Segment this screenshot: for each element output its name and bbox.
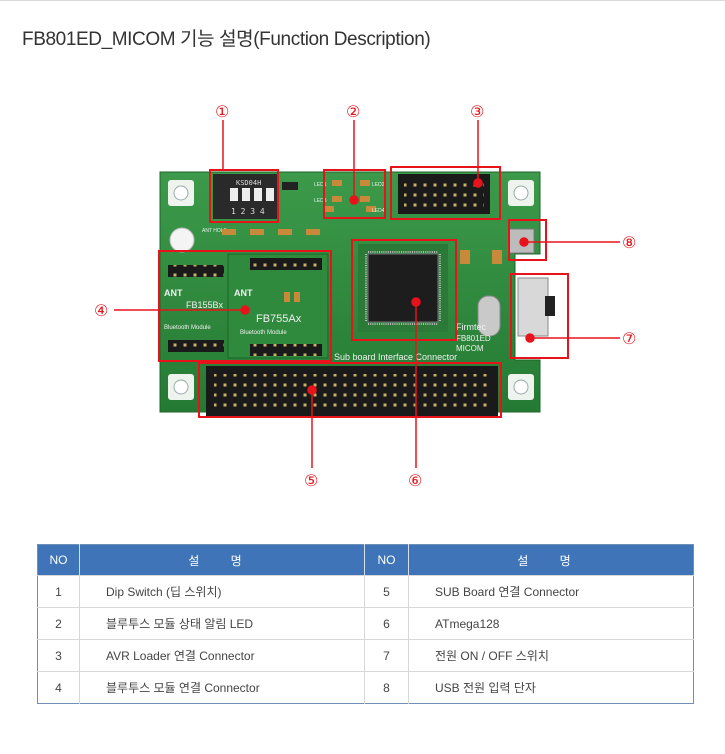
row-desc: Dip Switch (딥 스위치) bbox=[79, 575, 365, 608]
sub-board-label: Sub board Interface Connector bbox=[334, 352, 457, 362]
dip-silk-label: KSD04H bbox=[236, 179, 261, 187]
ant-left-label: ANT bbox=[164, 288, 183, 298]
bt1-name: FB155Bx bbox=[186, 300, 224, 310]
function-table: NO 설 명 NO 설 명 1 Dip Switch (딥 스위치) 5 SUB… bbox=[37, 544, 694, 704]
table-row: 3 AVR Loader 연결 Connector 7 전원 ON / OFF … bbox=[37, 639, 694, 672]
callout-5: ⑤ bbox=[304, 471, 318, 490]
row-no: 8 bbox=[364, 671, 409, 704]
header-desc-1: 설 명 bbox=[79, 544, 365, 576]
callout-8: ⑧ bbox=[622, 233, 636, 252]
board-figure: KSD04H 1 2 3 4 LED1 LED2 LED3 LED4 ANT H… bbox=[94, 102, 636, 490]
dip-numbers: 1 2 3 4 bbox=[231, 207, 265, 216]
model-label: FB801ED bbox=[456, 334, 491, 343]
header-desc-2: 설 명 bbox=[408, 544, 694, 576]
callout-7: ⑦ bbox=[622, 329, 636, 348]
row-desc: USB 전원 입력 단자 bbox=[408, 671, 694, 704]
row-no: 6 bbox=[364, 607, 409, 640]
bt2-sub: Bluetooth Module bbox=[240, 330, 287, 336]
callout-4: ④ bbox=[94, 301, 108, 320]
callout-leaders bbox=[114, 120, 620, 468]
status-leds: LED1 LED2 LED3 LED4 bbox=[314, 180, 385, 214]
table-row: 4 블루투스 모듈 연결 Connector 8 USB 전원 입력 단자 bbox=[37, 671, 694, 704]
row-no: 7 bbox=[364, 639, 409, 672]
mounting-holes bbox=[168, 180, 534, 400]
callout-boxes bbox=[158, 166, 569, 418]
table-row: 2 블루투스 모듈 상태 알림 LED 6 ATmega128 bbox=[37, 607, 694, 640]
row-desc: ATmega128 bbox=[408, 607, 694, 640]
dip-switch: KSD04H 1 2 3 4 bbox=[213, 174, 277, 219]
table-header-row: NO 설 명 NO 설 명 bbox=[37, 544, 694, 576]
ant-right-label: ANT bbox=[234, 288, 253, 298]
row-desc: AVR Loader 연결 Connector bbox=[79, 639, 365, 672]
row-desc: SUB Board 연결 Connector bbox=[408, 575, 694, 608]
led-label-3: LED3 bbox=[314, 198, 327, 204]
ant-hole-label: ANT HOLE bbox=[202, 228, 228, 234]
callout-6: ⑥ bbox=[408, 471, 422, 490]
firmtech-label: Firmtec bbox=[456, 322, 486, 332]
top-divider bbox=[0, 0, 725, 1]
header-no-2: NO bbox=[364, 544, 409, 576]
atmega128-chip bbox=[358, 244, 448, 332]
led-label-2: LED2 bbox=[372, 182, 385, 188]
row-desc: 블루투스 모듈 상태 알림 LED bbox=[79, 607, 365, 640]
table-row: 1 Dip Switch (딥 스위치) 5 SUB Board 연결 Conn… bbox=[37, 575, 694, 608]
bt1-sub: Bluetooth Module bbox=[164, 325, 211, 331]
callout-3: ③ bbox=[470, 102, 484, 121]
row-desc: 블루투스 모듈 연결 Connector bbox=[79, 671, 365, 704]
pcb-board: KSD04H 1 2 3 4 LED1 LED2 LED3 LED4 ANT H… bbox=[159, 171, 555, 416]
row-no: 1 bbox=[37, 575, 80, 608]
row-no: 5 bbox=[364, 575, 409, 608]
header-no-1: NO bbox=[37, 544, 80, 576]
row-no: 3 bbox=[37, 639, 80, 672]
bt2-name: FB755Ax bbox=[256, 313, 302, 325]
led-label-1: LED1 bbox=[314, 182, 327, 188]
row-no: 2 bbox=[37, 607, 80, 640]
callout-1: ① bbox=[215, 102, 229, 121]
led-label-4: LED4 bbox=[372, 208, 385, 214]
micom-label: MICOM bbox=[456, 344, 484, 353]
row-desc: 전원 ON / OFF 스위치 bbox=[408, 639, 694, 672]
row-no: 4 bbox=[37, 671, 80, 704]
sub-board-connector bbox=[206, 366, 498, 416]
page-title: FB801ED_MICOM 기능 설명(Function Description… bbox=[22, 29, 431, 50]
callout-2: ② bbox=[346, 102, 360, 121]
